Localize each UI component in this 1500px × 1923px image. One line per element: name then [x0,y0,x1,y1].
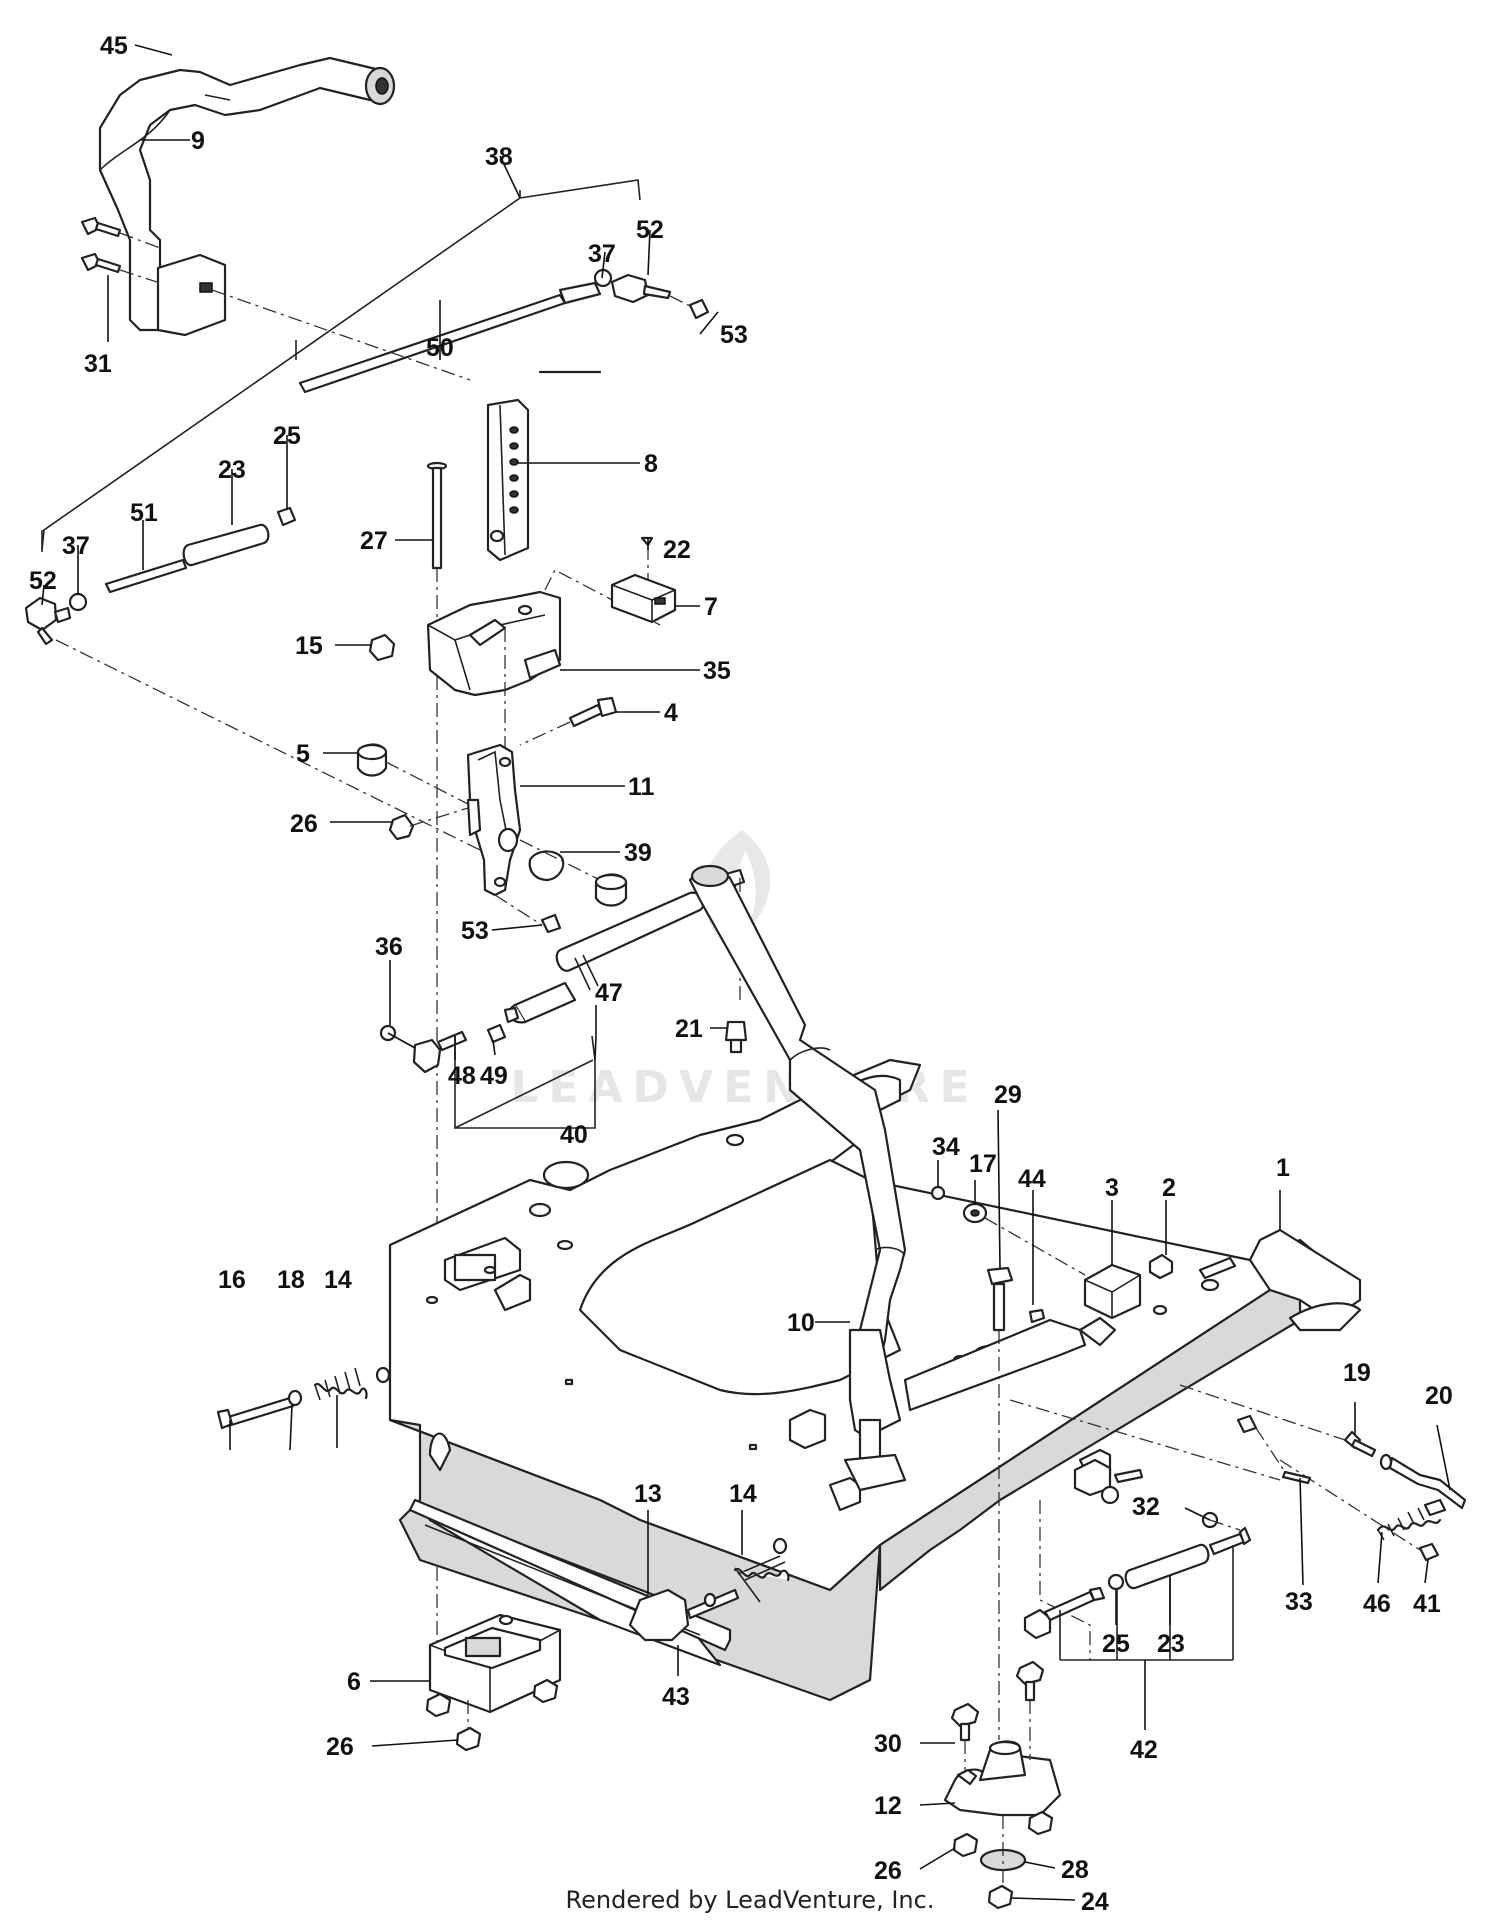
callout-33: 33 [1285,1588,1313,1616]
block-6 [425,1613,562,1752]
bolts-31 [80,216,161,284]
callout-35: 35 [703,657,731,685]
callout-48: 48 [448,1062,476,1090]
callout-5: 5 [296,740,310,768]
callout-4: 4 [664,699,678,727]
callout-14-left: 14 [324,1266,352,1294]
callout-30: 30 [874,1730,902,1758]
callout-41: 41 [1413,1590,1441,1618]
callout-39: 39 [624,839,652,867]
washers-34-17 [930,1185,1086,1324]
knob-13 [628,1537,790,1642]
lever-10 [688,864,1117,1492]
callout-53-mid: 53 [461,917,489,945]
callout-8: 8 [644,450,658,478]
fitting-21 [724,1020,748,1054]
callout-44: 44 [1018,1165,1046,1193]
bracket-8 [486,398,530,562]
callout-36: 36 [375,933,403,961]
callout-31: 31 [84,350,112,378]
bracket-40 [454,1035,596,1129]
nut-15 [368,633,396,662]
callout-52-top: 52 [636,216,664,244]
callout-15: 15 [295,632,323,660]
callout-25-top: 25 [273,422,301,450]
leader-lines [41,44,1451,1901]
callout-25-bottom: 25 [1102,1630,1130,1658]
pin-27 [426,461,448,1700]
callout-53-top: 53 [720,321,748,349]
callout-32: 32 [1132,1493,1160,1521]
callout-26-bottom: 26 [874,1857,902,1885]
callout-11: 11 [628,773,655,801]
bolt-4 [519,696,618,746]
isolator-12 [943,1660,1062,1910]
callout-40: 40 [560,1121,588,1149]
callout-16: 16 [218,1266,246,1294]
callout-46: 46 [1363,1590,1391,1618]
callout-14-right: 14 [729,1480,757,1508]
callout-20: 20 [1425,1382,1453,1410]
control-handle [98,56,396,337]
callout-37-top: 37 [588,240,616,268]
callout-34: 34 [932,1133,960,1161]
callout-47: 47 [595,979,623,1007]
callout-6: 6 [347,1668,361,1696]
ball-joint-48 [379,1023,507,1074]
callout-28: 28 [1061,1856,1089,1884]
callout-22: 22 [663,536,691,564]
callout-43: 43 [662,1683,690,1711]
callout-38: 38 [485,143,513,171]
mount-35 [426,569,661,770]
callout-51: 51 [130,499,158,527]
callout-1: 1 [1276,1154,1290,1182]
callout-24: 24 [1081,1888,1109,1916]
callout-50: 50 [426,334,454,362]
callout-9: 9 [191,127,205,155]
callout-19: 19 [1343,1359,1371,1387]
callout-45: 45 [100,32,128,60]
callout-23-bottom: 23 [1157,1630,1185,1658]
callout-10: 10 [787,1309,815,1337]
callout-3: 3 [1105,1174,1119,1202]
bolt-29 [986,1266,1014,1740]
linkage-42 [1023,1526,1252,1661]
callout-17: 17 [969,1150,997,1178]
spring-14-left [216,1366,391,1430]
callout-49: 49 [480,1062,508,1090]
arm-11 [466,743,522,897]
small-parts-arm [388,807,628,934]
callout-2: 2 [1162,1174,1176,1202]
callout-labels: 45 9 38 31 37 52 53 50 8 25 23 51 37 52 … [29,32,1453,1916]
callout-42: 42 [1130,1736,1158,1764]
linkage-rods [24,268,710,851]
right-parts [1009,1384,1467,1660]
callout-27: 27 [360,527,388,555]
callout-26-left: 26 [326,1733,354,1761]
switch-7 [610,536,677,624]
footer-credit: Rendered by LeadVenture, Inc. [565,1886,935,1914]
bushing-5 [356,743,471,806]
callout-29: 29 [994,1081,1022,1109]
callout-12: 12 [874,1792,902,1820]
callout-26-mid: 26 [290,810,318,838]
callout-13: 13 [634,1480,662,1508]
callout-18: 18 [277,1266,305,1294]
callout-52-left: 52 [29,567,57,595]
callout-21: 21 [675,1015,703,1043]
callout-7: 7 [704,593,718,621]
callout-37-left: 37 [62,532,90,560]
callout-23-top: 23 [218,456,246,484]
